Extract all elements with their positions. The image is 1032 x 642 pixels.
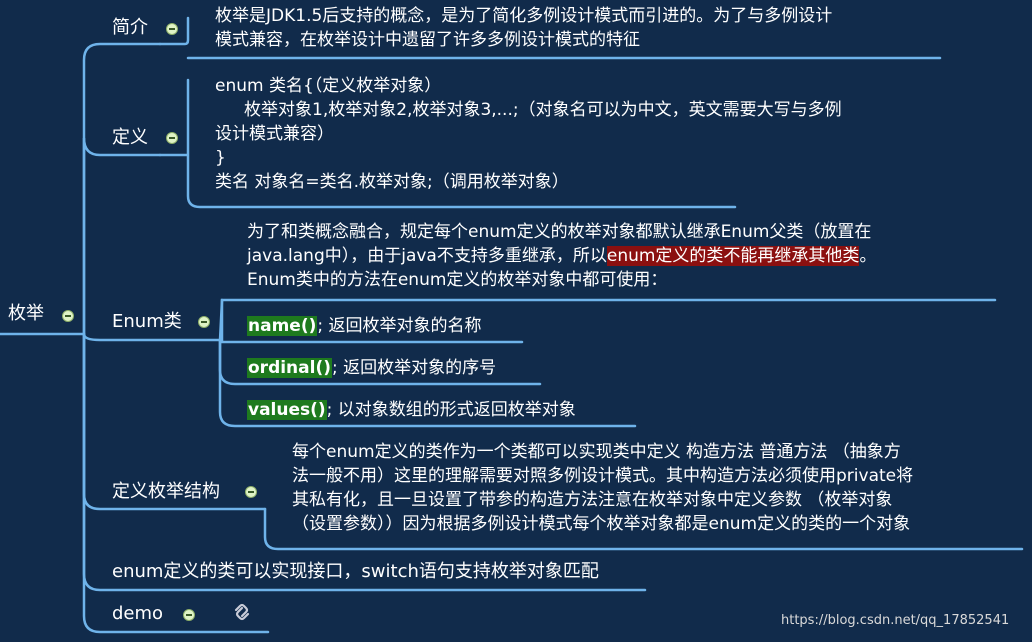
intro-note: 枚举是JDK1.5后支持的概念，是为了简化多例设计模式而引进的。为了与多例设计 … bbox=[215, 4, 832, 52]
paperclip-icon[interactable] bbox=[231, 601, 253, 628]
method-item-ordinal[interactable]: ordinal(); 返回枚举对象的序号 bbox=[247, 354, 496, 382]
intro-note-line-1: 枚举是JDK1.5后支持的概念，是为了简化多例设计模式而引进的。为了与多例设计 bbox=[215, 6, 833, 26]
intro-label: 简介 bbox=[112, 17, 148, 38]
method-keyword: ordinal() bbox=[247, 358, 332, 378]
method-description: ; 返回枚举对象的序号 bbox=[332, 358, 497, 378]
branch-interface[interactable]: enum定义的类可以实现接口，switch语句支持枚举对象匹配 bbox=[112, 561, 599, 583]
root-collapse-icon[interactable] bbox=[62, 310, 74, 322]
branch-intro-connector bbox=[82, 42, 162, 336]
demo-collapse-icon[interactable] bbox=[183, 609, 195, 621]
enum-note-line-3: Enum类中的方法在enum定义的枚举对象中都可使用： bbox=[247, 270, 668, 290]
root-label: 枚举 bbox=[8, 303, 44, 324]
enum-note-highlight: enum定义的类不能再继承其他类 bbox=[606, 246, 860, 266]
branch-define[interactable]: 定义 bbox=[112, 127, 148, 149]
method-description: ; 以对象数组的形式返回枚举对象 bbox=[326, 400, 576, 420]
structure-note-line-4: （设置参数））因为根据多例设计模式每个枚举对象都是enum定义的类的一个对象 bbox=[292, 514, 911, 534]
define-label: 定义 bbox=[112, 127, 148, 148]
branch-define-connector bbox=[82, 137, 162, 336]
define-note-line-2: 枚举对象1,枚举对象2,枚举对象3,...;（对象名可以为中文，英文需要大写与多… bbox=[244, 100, 842, 120]
intro-note-line-2: 模式兼容，在枚举设计中遗留了许多多例设计模式的特征 bbox=[215, 30, 640, 50]
branch-enum-class[interactable]: Enum类 bbox=[112, 311, 182, 333]
structure-note: 每个enum定义的类作为一个类都可以实现类中定义 构造方法 普通方法 （抽象方 … bbox=[292, 440, 913, 536]
define-note-line-1: enum 类名{（定义枚举对象） bbox=[215, 76, 442, 96]
branch-intro[interactable]: 简介 bbox=[112, 17, 148, 39]
watermark-url: https://blog.csdn.net/qq_17852541 bbox=[781, 613, 1010, 628]
paperclip-icon-svg bbox=[234, 603, 250, 621]
intro-collapse-icon[interactable] bbox=[166, 23, 178, 35]
enum-note-line-2-prefix: java.lang中），由于java不支持多重继承，所以 bbox=[247, 246, 607, 266]
structure-collapse-icon[interactable] bbox=[245, 486, 257, 498]
define-note: enum 类名{（定义枚举对象） 枚举对象1,枚举对象2,枚举对象3,...;（… bbox=[215, 74, 842, 194]
branch-demo[interactable]: demo bbox=[112, 603, 163, 625]
branch-structure[interactable]: 定义枚举结构 bbox=[112, 481, 220, 503]
structure-note-line-2: 法一般不用）这里的理解需要对照多例设计模式。其中构造方法必须使用private将 bbox=[292, 466, 914, 486]
demo-label: demo bbox=[112, 603, 164, 624]
define-note-line-3: 设计模式兼容） bbox=[215, 124, 334, 144]
define-note-line-4: } bbox=[215, 148, 226, 168]
enum-class-label: Enum类 bbox=[112, 311, 182, 332]
structure-note-line-1: 每个enum定义的类作为一个类都可以实现类中定义 构造方法 普通方法 （抽象方 bbox=[292, 442, 901, 462]
enum-note-line-2: java.lang中），由于java不支持多重继承，所以enum定义的类不能再继… bbox=[247, 244, 876, 268]
enum-class-note: 为了和类概念融合，规定每个enum定义的枚举对象都默认继承Enum父类（放置在 … bbox=[247, 220, 876, 292]
structure-label: 定义枚举结构 bbox=[112, 481, 220, 502]
structure-note-line-3: 其私有化，且一旦设置了带参的构造方法注意在枚举对象中定义参数 （枚举对象 bbox=[292, 490, 893, 510]
method-item-values[interactable]: values(); 以对象数组的形式返回枚举对象 bbox=[247, 396, 576, 424]
branch-enum-connector bbox=[82, 332, 222, 342]
enum-note-line-1: 为了和类概念融合，规定每个enum定义的枚举对象都默认继承Enum父类（放置在 bbox=[247, 222, 872, 242]
enum-note-line-2-suffix: 。 bbox=[859, 246, 877, 266]
enum-class-collapse-icon[interactable] bbox=[198, 316, 210, 328]
method-item-name[interactable]: name(); 返回枚举对象的名称 bbox=[247, 312, 482, 340]
interface-label: enum定义的类可以实现接口，switch语句支持枚举对象匹配 bbox=[112, 561, 599, 582]
method-keyword: name() bbox=[247, 316, 318, 336]
method-keyword: values() bbox=[247, 400, 327, 420]
method-description: ; 返回枚举对象的名称 bbox=[317, 316, 482, 336]
define-note-line-5: 类名 对象名=类名.枚举对象;（调用枚举对象） bbox=[215, 172, 569, 192]
root-node[interactable]: 枚举 bbox=[8, 303, 44, 325]
define-collapse-icon[interactable] bbox=[166, 132, 178, 144]
